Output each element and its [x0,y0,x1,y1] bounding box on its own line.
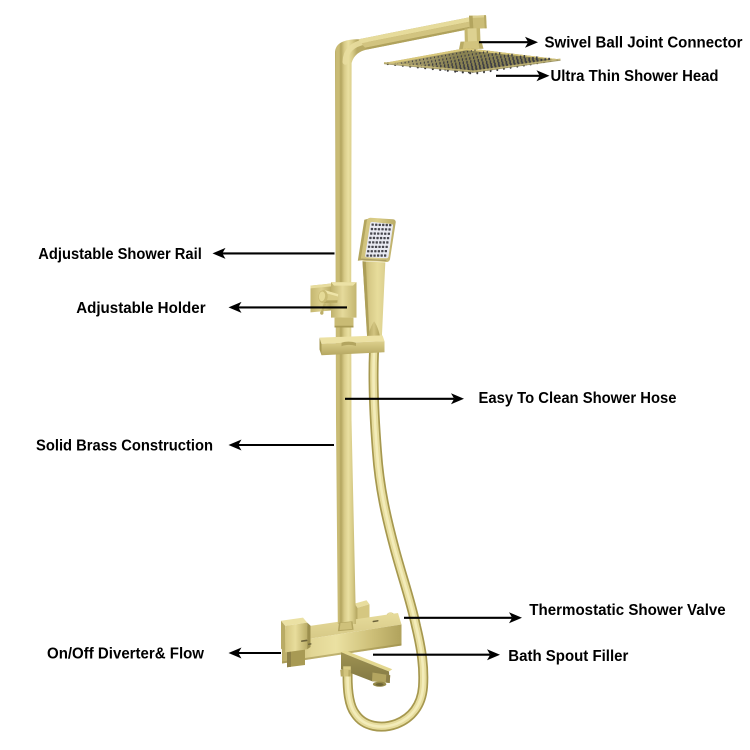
svg-text:Swivel Ball Joint Connector: Swivel Ball Joint Connector [545,35,743,52]
svg-text:Adjustable Holder: Adjustable Holder [76,300,205,317]
svg-text:Ultra Thin Shower Head: Ultra Thin Shower Head [551,68,719,85]
svg-text:On/Off Diverter& Flow: On/Off Diverter& Flow [47,645,205,662]
svg-text:Solid Brass Construction: Solid Brass Construction [36,437,213,454]
svg-text:Easy To Clean Shower Hose: Easy To Clean Shower Hose [479,390,677,407]
svg-text:Bath Spout Filler: Bath Spout Filler [508,648,628,665]
svg-text:Adjustable Shower Rail: Adjustable Shower Rail [38,246,202,263]
svg-text:Thermostatic Shower Valve: Thermostatic Shower Valve [529,602,726,619]
